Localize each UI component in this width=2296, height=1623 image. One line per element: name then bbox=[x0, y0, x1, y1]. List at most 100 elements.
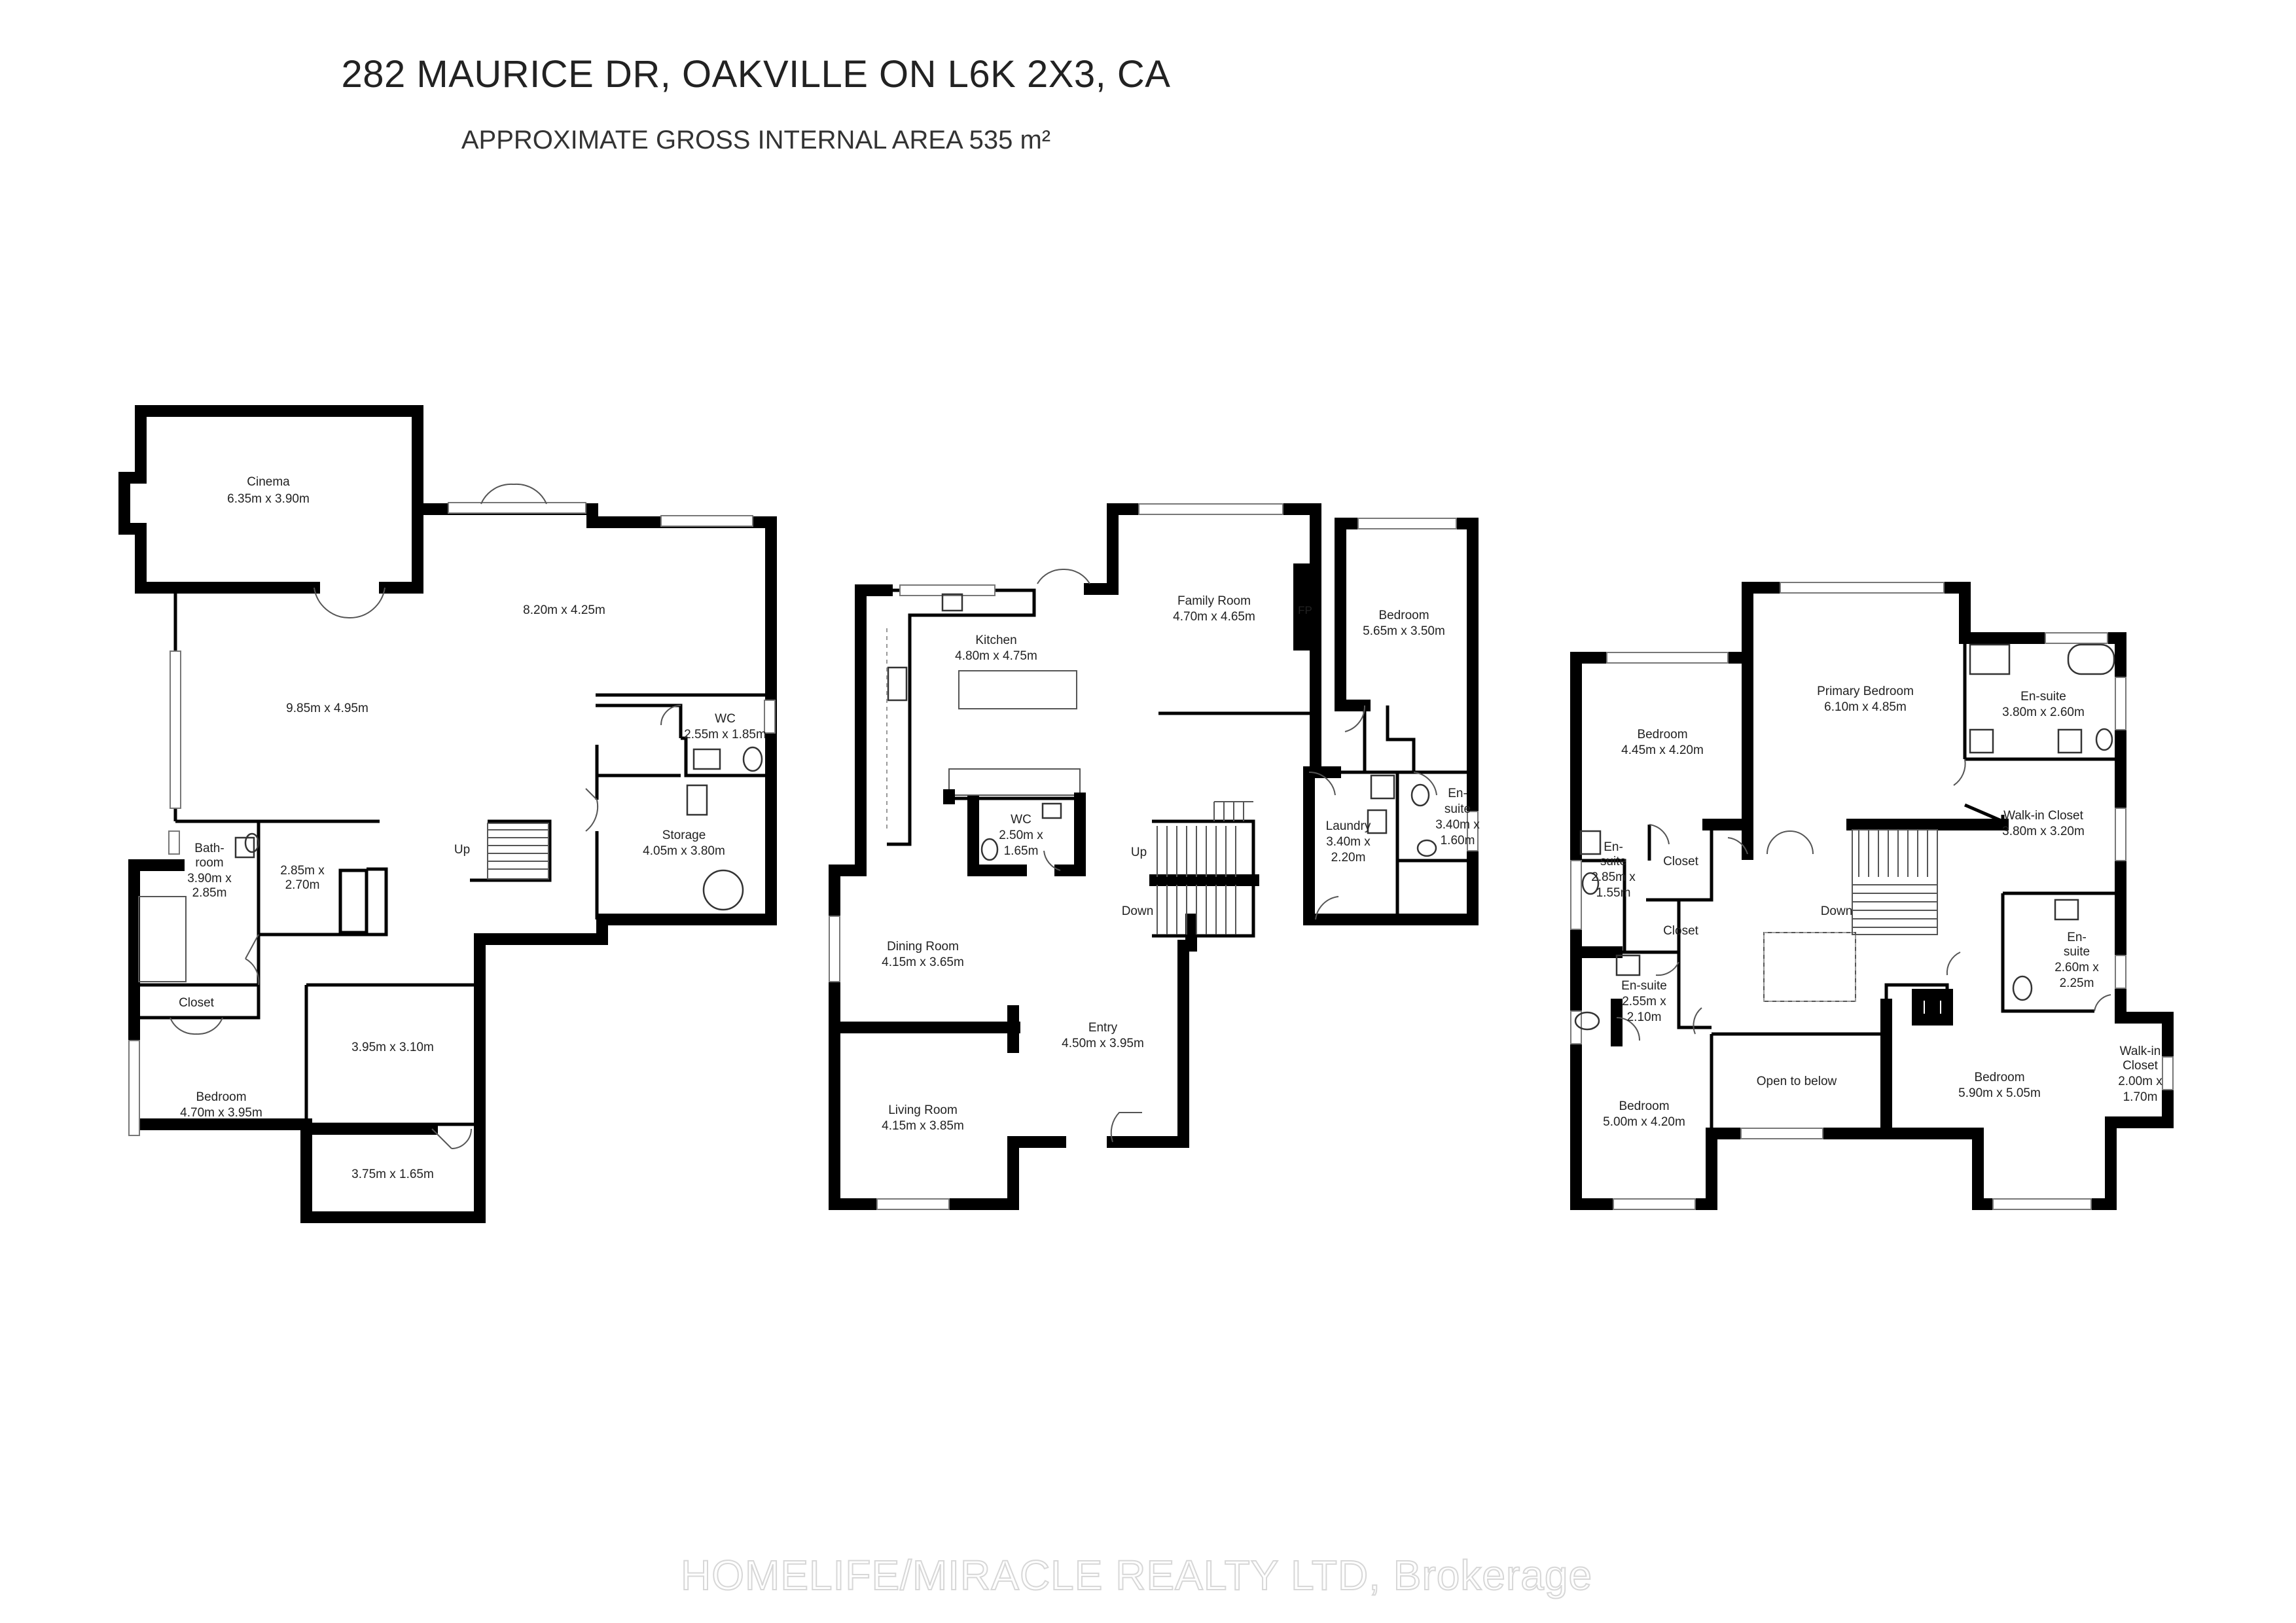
door-swing bbox=[1946, 952, 1961, 976]
toilet-icon bbox=[2095, 728, 2113, 751]
sink-icon bbox=[1615, 954, 1641, 976]
closet-label: Closet bbox=[179, 996, 215, 1010]
living-label: Living Room bbox=[888, 1103, 958, 1117]
primary-bedroom-label: Primary Bedroom bbox=[1817, 685, 1914, 698]
upper-stairs bbox=[1852, 829, 1953, 1026]
upper-bedroom1-dims: 4.45m x 4.20m bbox=[1621, 743, 1704, 757]
closet-b-label: Closet bbox=[1663, 924, 1699, 938]
rec-main-dims: 9.85m x 4.95m bbox=[286, 702, 368, 715]
kitchen-dims: 4.80m x 4.75m bbox=[955, 649, 1037, 663]
upper-bedroom2-label: Bedroom bbox=[1619, 1099, 1669, 1113]
open-to-below-skylight bbox=[1763, 932, 1856, 1002]
window bbox=[1780, 582, 1945, 594]
door-swing bbox=[2094, 994, 2111, 1012]
dining-label: Dining Room bbox=[887, 940, 959, 954]
ensuite-dims-2: 1.60m bbox=[1441, 834, 1475, 847]
dining-dims: 4.15m x 3.65m bbox=[882, 955, 964, 969]
window bbox=[1613, 1198, 1696, 1210]
upper-interior-walls bbox=[1576, 638, 2121, 1133]
window bbox=[829, 916, 840, 982]
ensuite-a-dims-1: 2.85m x bbox=[1591, 870, 1636, 884]
main-floor-plan: Kitchen 4.80m x 4.75m Family Room 4.70m … bbox=[829, 503, 1480, 1210]
family-room-dims: 4.70m x 4.65m bbox=[1173, 610, 1255, 624]
ensuite-a-label-1: En- bbox=[1604, 840, 1623, 854]
bathroom-dims-1: 3.90m x bbox=[187, 872, 232, 885]
rec-upper-dims: 8.20m x 4.25m bbox=[523, 603, 605, 617]
window bbox=[2115, 955, 2126, 989]
closet-walls bbox=[132, 985, 260, 1020]
upper-bedroom2-dims: 5.00m x 4.20m bbox=[1603, 1115, 1685, 1129]
wc-dims-2: 1.65m bbox=[1004, 844, 1039, 858]
sink-icon bbox=[941, 593, 963, 612]
main-stairs bbox=[1157, 801, 1253, 935]
toilet-icon bbox=[980, 838, 999, 861]
water-heater-icon bbox=[702, 869, 744, 911]
stairs-up-label: Up bbox=[1131, 846, 1147, 859]
basement-stairs bbox=[487, 823, 549, 880]
bedroom-label: Bedroom bbox=[196, 1090, 246, 1104]
ensuite-b-dims-1: 2.55m x bbox=[1622, 995, 1666, 1008]
wc-dims: 2.55m x 1.85m bbox=[684, 728, 766, 741]
main-bedroom-label: Bedroom bbox=[1378, 609, 1429, 622]
shower-icon bbox=[138, 896, 187, 982]
small-room-dims-1: 2.85m x bbox=[280, 864, 325, 878]
stove-icon bbox=[887, 666, 908, 702]
door-swing bbox=[1308, 771, 1336, 796]
walkin-primary-label: Walk-in Closet bbox=[2003, 809, 2083, 823]
door-swing bbox=[431, 1128, 472, 1149]
sink-icon bbox=[1367, 809, 1388, 834]
wc-thick-walls bbox=[943, 789, 1086, 876]
open-to-below-dash bbox=[1763, 932, 1856, 1002]
walkin-b-dims-1: 2.00m x bbox=[2118, 1075, 2162, 1088]
closet-nook bbox=[338, 868, 368, 935]
laundry-dims-1: 3.40m x bbox=[1326, 835, 1371, 849]
door-swing bbox=[1110, 1112, 1142, 1143]
sink-icon bbox=[1410, 783, 1430, 807]
laundry-walls bbox=[1309, 705, 1473, 919]
entry-dims: 4.50m x 3.95m bbox=[1062, 1037, 1144, 1050]
page-subtitle: APPROXIMATE GROSS INTERNAL AREA 535 m² bbox=[461, 126, 1051, 154]
sink-icon bbox=[692, 748, 721, 770]
stairs-down-label: Down bbox=[1122, 904, 1154, 918]
toilet-icon bbox=[1574, 1011, 1600, 1031]
bedroom-wall bbox=[1335, 518, 1371, 711]
primary-ensuite-dims: 3.80m x 2.60m bbox=[2002, 705, 2085, 719]
main-bedroom-dims: 5.65m x 3.50m bbox=[1363, 624, 1445, 638]
sink-icon bbox=[1579, 830, 1602, 855]
walkin-primary-dims: 3.80m x 3.20m bbox=[2002, 825, 2085, 838]
cinema-label: Cinema bbox=[247, 475, 290, 489]
door-swing bbox=[660, 705, 681, 726]
window bbox=[128, 1040, 140, 1136]
window bbox=[2045, 632, 2108, 644]
bathroom-label-2: room bbox=[195, 856, 223, 870]
open-to-below-label: Open to below bbox=[1757, 1075, 1837, 1088]
door-swing bbox=[170, 1017, 223, 1035]
main-north-wall bbox=[1084, 503, 1119, 595]
bedroom-dims: 4.70m x 3.95m bbox=[180, 1106, 262, 1120]
ensuite-c-label-2: suite bbox=[2064, 945, 2090, 959]
door-swing bbox=[1043, 850, 1061, 871]
window bbox=[899, 584, 996, 596]
door-swing bbox=[1953, 758, 1966, 786]
living-dims: 4.15m x 3.85m bbox=[882, 1119, 964, 1133]
ensuite-dims-1: 3.40m x bbox=[1435, 818, 1480, 832]
window bbox=[170, 651, 181, 809]
toilet-icon bbox=[742, 746, 763, 772]
upper-stairs-down-label: Down bbox=[1821, 904, 1853, 918]
basement-west-wall bbox=[118, 405, 147, 594]
toilet-icon bbox=[244, 832, 260, 853]
ensuite-label-1: En- bbox=[1448, 787, 1467, 800]
dining-living-divider bbox=[829, 1005, 1020, 1053]
door-swing bbox=[1767, 830, 1814, 855]
door-swing bbox=[1037, 568, 1090, 584]
family-room-label: Family Room bbox=[1177, 594, 1251, 608]
window bbox=[1357, 518, 1457, 529]
sink-icon bbox=[1041, 802, 1062, 819]
ensuite-label-2: suite bbox=[1444, 802, 1471, 816]
storage-dims: 4.05m x 3.80m bbox=[643, 844, 725, 858]
stairs-up-label: Up bbox=[454, 843, 470, 857]
walkin-b-dims-2: 1.70m bbox=[2123, 1090, 2158, 1104]
door-swing bbox=[1344, 705, 1366, 732]
room-a-walls bbox=[304, 983, 480, 1126]
